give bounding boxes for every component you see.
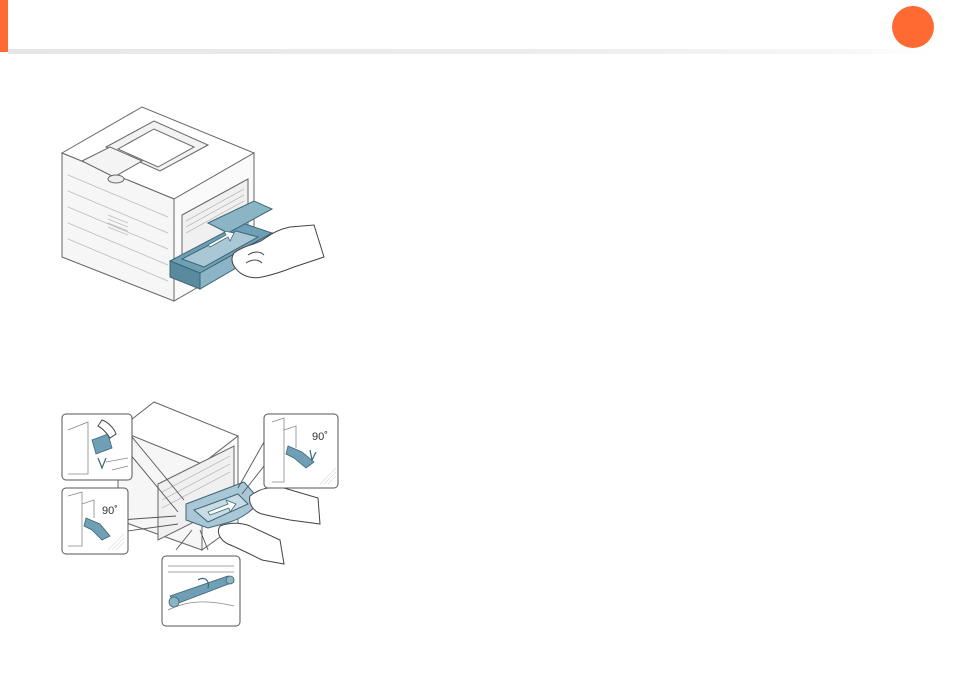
inset-guide-release [162,556,240,626]
angle-label-right: 90˚ [312,431,328,443]
printer-tray-removal-drawing [58,105,328,305]
header-accent-strip [0,0,8,52]
page-header [0,0,954,56]
inset-lever-90-right: 90˚ [264,414,338,488]
angle-label-left: 90˚ [102,505,118,517]
printer-tray-removal-illustration [58,105,328,305]
inset-lever-press [62,414,132,480]
printer-paper-jam-illustration: 90˚ 90˚ [58,400,343,630]
header-divider [8,49,938,54]
printer-paper-jam-drawing: 90˚ 90˚ [58,400,343,630]
inset-lever-90-left: 90˚ [62,488,128,554]
page-number-badge [892,6,934,48]
